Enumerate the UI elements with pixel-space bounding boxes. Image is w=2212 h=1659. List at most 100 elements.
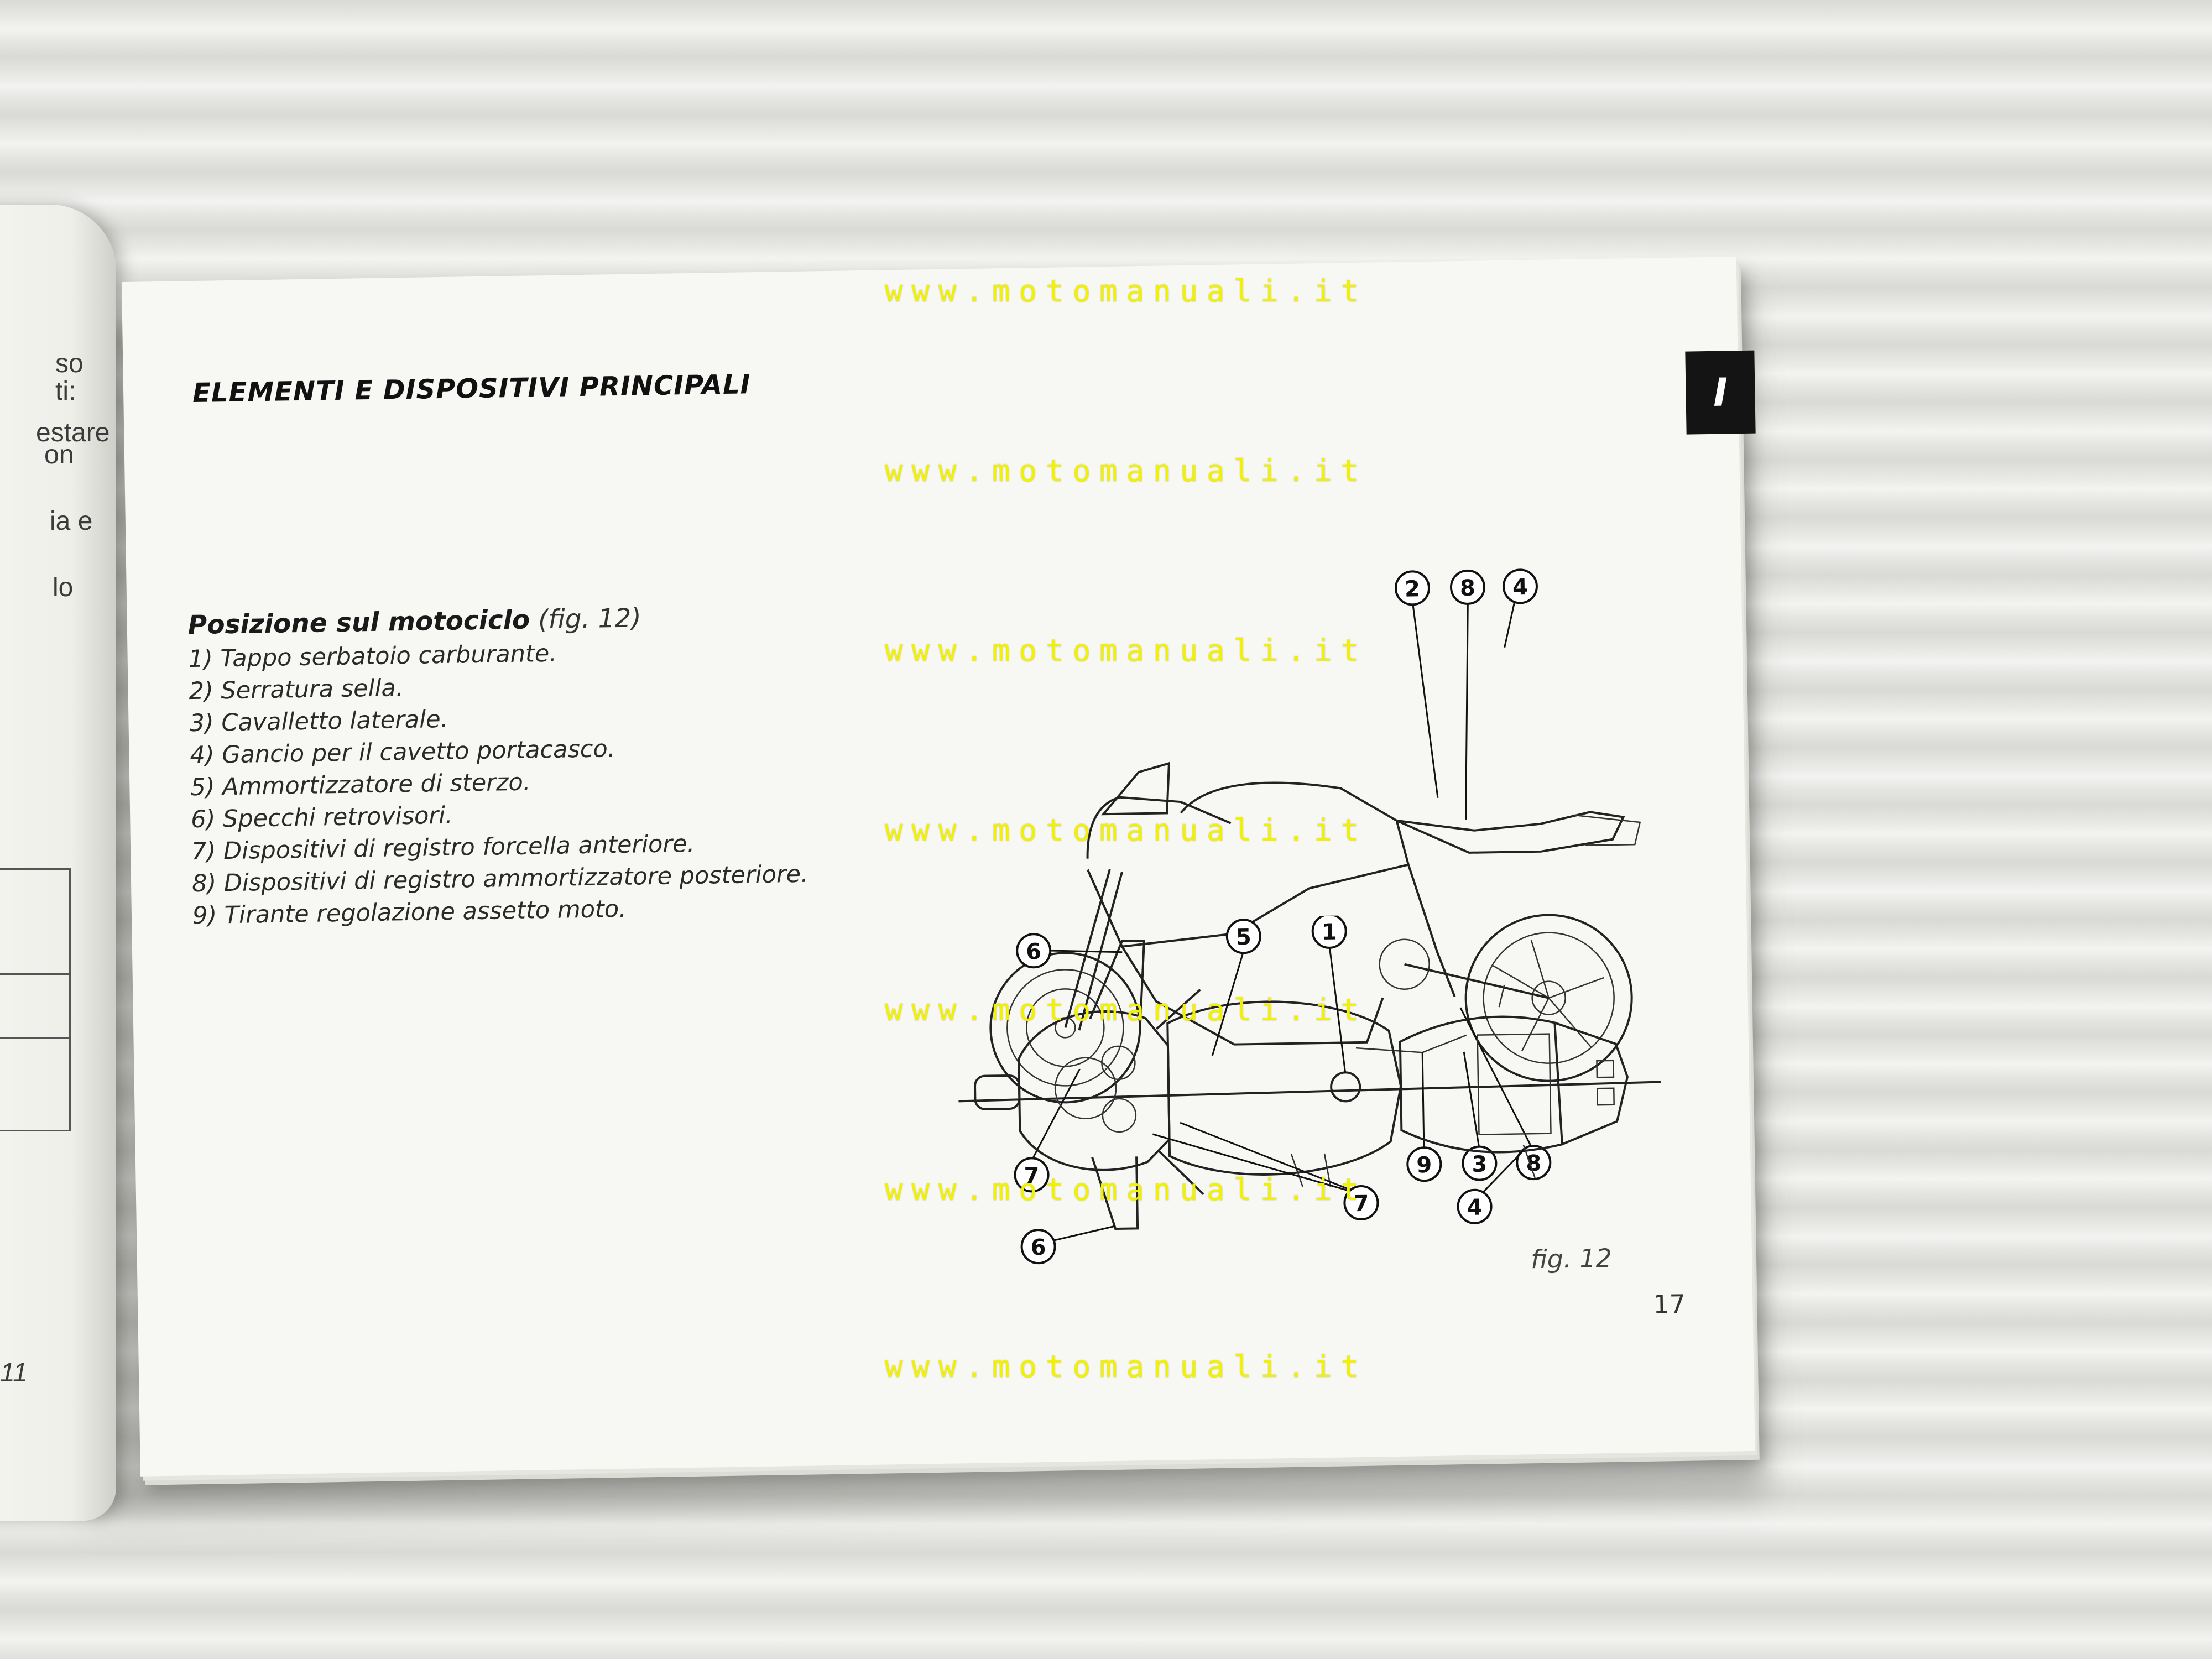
callout-number: 6 [1030, 1235, 1046, 1260]
mirror-right [1091, 1156, 1139, 1230]
watermark-text: www.motomanuali.it [885, 1349, 1368, 1384]
gauge [1101, 1045, 1136, 1081]
leader-line [1052, 1225, 1116, 1242]
lower-fairing [1087, 869, 1384, 1046]
swingarm [1404, 963, 1550, 999]
tail-section [1554, 1021, 1629, 1146]
engine-sprocket [1379, 938, 1430, 990]
left-page-edge: so ti: estare on ia e lo 11 [0, 205, 116, 1521]
callout-marker: 6 [1020, 1229, 1056, 1265]
fuel-cap [1330, 1071, 1361, 1103]
leader-line [1411, 602, 1439, 798]
callout-number: 6 [1026, 939, 1042, 964]
callout-marker: 9 [1406, 1146, 1442, 1182]
front-wheel-top [974, 1074, 1021, 1110]
callout-number: 9 [1416, 1152, 1432, 1178]
leader-line [1328, 946, 1347, 1073]
leader-line [1479, 1150, 1525, 1196]
leader-line [1504, 600, 1516, 648]
callout-marker: 5 [1225, 919, 1261, 954]
callout-marker: 8 [1449, 569, 1485, 605]
seat-top [1399, 1015, 1563, 1154]
chapter-tab: I [1685, 350, 1756, 435]
leader-line [1047, 950, 1123, 953]
ground-line [958, 1081, 1661, 1103]
callout-number: 8 [1460, 576, 1476, 601]
watermark-text: www.motomanuali.it [885, 274, 1368, 309]
left-page-fragment: ti: [55, 377, 76, 406]
gauge [1102, 1098, 1137, 1133]
leader-line [1421, 1052, 1425, 1150]
rear-shock [1407, 864, 1456, 998]
side-view-illustration [958, 761, 1661, 1104]
subsection-figure-ref: (fig. 12) [538, 603, 642, 635]
left-page-table [0, 868, 71, 1131]
leader-line [1152, 1121, 1356, 1193]
watermark-text: www.motomanuali.it [885, 633, 1368, 668]
left-page-fragment: so [55, 349, 84, 378]
watermark-text: www.motomanuali.it [885, 993, 1368, 1027]
mirror-left [1089, 940, 1146, 1030]
leader-line [1465, 601, 1469, 820]
callout-number: 1 [1321, 920, 1337, 945]
left-page-fragment: lo [53, 573, 74, 602]
watermark-text: www.motomanuali.it [885, 453, 1368, 488]
callout-marker: 8 [1516, 1145, 1552, 1181]
leader-line [1459, 1007, 1533, 1148]
callout-number: 5 [1236, 925, 1252, 950]
pegs [1290, 984, 1536, 1188]
exhaust [1573, 814, 1641, 846]
callout-marker: 3 [1462, 1145, 1498, 1181]
component-list: 1) Tappo serbatoio carburante. 2) Serrat… [188, 634, 809, 932]
callout-number: 4 [1467, 1195, 1483, 1220]
leader-line [1211, 950, 1245, 1056]
left-page-table-rule [0, 973, 69, 975]
left-page-fragment: ia e [50, 507, 93, 536]
callout-number: 7 [1024, 1163, 1040, 1188]
callout-marker: 4 [1457, 1188, 1493, 1224]
subsection-heading: Posizione sul motociclo (fig. 12) [187, 603, 641, 640]
leader-line [1463, 1051, 1480, 1149]
subsection-title: Posizione sul motociclo [187, 604, 530, 641]
callout-marker: 6 [1016, 933, 1052, 969]
figure-caption: fig. 12 [1530, 1243, 1613, 1275]
rear-spokes [1493, 940, 1604, 1051]
rear-hub [1531, 980, 1566, 1015]
page-number: 17 [1652, 1288, 1686, 1319]
fuel-tank [1180, 781, 1410, 865]
cockpit-fairing [1018, 1010, 1171, 1171]
callout-marker: 7 [1343, 1185, 1379, 1220]
callout-marker: 7 [1014, 1157, 1050, 1193]
handlebars [1156, 989, 1204, 1195]
watermark-text: www.motomanuali.it [885, 813, 1368, 848]
callout-number: 3 [1472, 1151, 1488, 1177]
left-page-fragment: estare [36, 418, 110, 447]
leader-line [1030, 1068, 1081, 1162]
callout-marker: 1 [1311, 913, 1347, 949]
callout-number: 2 [1405, 576, 1421, 602]
left-page-number: 11 [0, 1358, 28, 1387]
watermark-text: www.motomanuali.it [885, 1172, 1368, 1207]
instrument-cluster [1054, 1057, 1117, 1120]
frame-line [1121, 863, 1409, 948]
fuel-tank-top [1166, 1000, 1402, 1176]
tail-light [1596, 1087, 1615, 1106]
manual-page: ELEMENTI E DISPOSITIVI PRINCIPALI I Posi… [122, 257, 1756, 1477]
motorcycle-top-view: 6 5 1 6 7 4 [974, 913, 1629, 1265]
left-page-fragment: on [44, 440, 74, 469]
seat-tail [1396, 811, 1625, 854]
headlight-fairing [1100, 761, 1171, 816]
tail-light [1596, 1060, 1615, 1078]
callout-marker: 2 [1394, 570, 1430, 606]
fairing-nose [1086, 796, 1232, 859]
callout-marker: 4 [1502, 568, 1538, 604]
callout-number: 7 [1353, 1191, 1369, 1217]
front-brake-disc [1026, 988, 1105, 1067]
callout-number: 4 [1512, 575, 1528, 600]
front-rim [1006, 969, 1124, 1087]
left-page-table-rule [0, 1037, 69, 1039]
section-title: ELEMENTI E DISPOSITIVI PRINCIPALI [192, 369, 751, 409]
seat-pad [1477, 1033, 1552, 1135]
motorcycle-figure: 2 8 4 7 9 3 8 [958, 568, 1661, 1193]
